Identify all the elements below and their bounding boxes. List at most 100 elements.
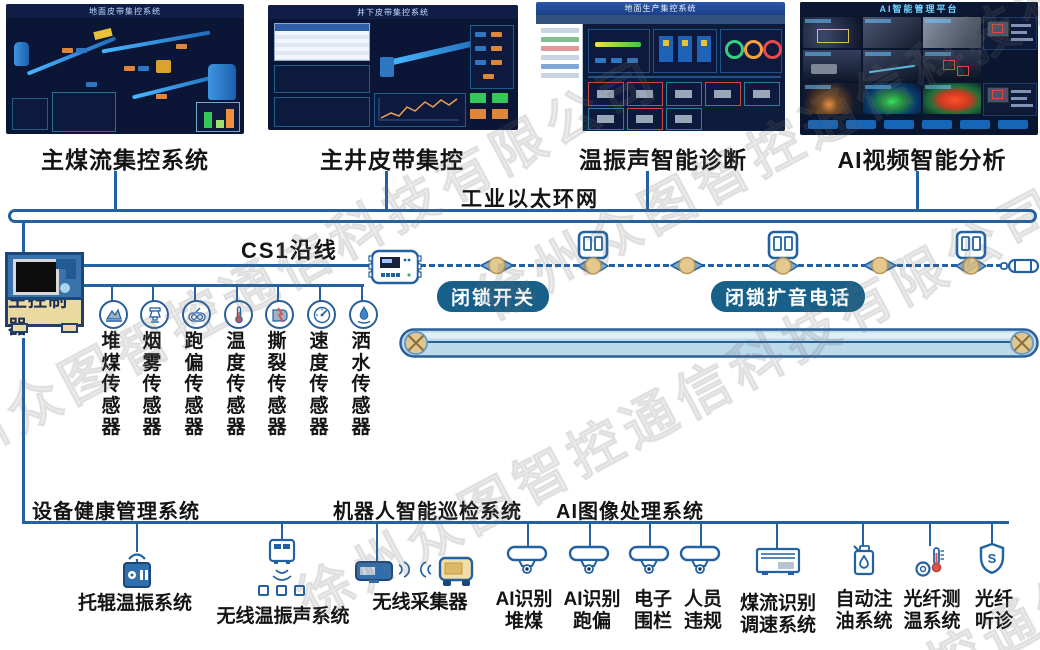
device-card xyxy=(666,108,702,130)
connector-line xyxy=(385,171,388,211)
ethernet-ring-label: 工业以太环网 xyxy=(461,188,599,211)
connector-line xyxy=(700,524,702,547)
chip xyxy=(138,66,149,71)
chip xyxy=(470,93,486,103)
device-label: 无线采集器 xyxy=(372,592,468,613)
connector-line xyxy=(649,524,651,547)
dashboard-title: AI智能管理平台 xyxy=(879,4,959,14)
screenshot-diagnosis: 地面生产集控系统 xyxy=(536,2,785,131)
sensor-label: 速度传感器 xyxy=(309,331,329,438)
sensor-label: 洒水传感器 xyxy=(351,331,371,438)
event-text xyxy=(1011,90,1031,93)
cs1-bus xyxy=(84,264,370,267)
detect-box xyxy=(957,66,969,76)
cs1-label: CS1沿线 xyxy=(241,238,338,263)
panel-graphic xyxy=(274,65,370,93)
bar xyxy=(226,109,234,128)
connector-line xyxy=(527,524,529,547)
toolbar-button xyxy=(922,120,952,129)
thermometer-icon xyxy=(234,305,243,323)
tile xyxy=(697,36,711,62)
machine-thumb xyxy=(753,90,770,98)
device-label-line: 跑偏 xyxy=(572,611,611,632)
chip xyxy=(492,109,508,119)
tree-item xyxy=(541,46,579,51)
connector-line xyxy=(929,524,931,546)
toolbar-button xyxy=(884,120,914,129)
ai-camera-icon xyxy=(568,545,610,574)
ai-camera-icon xyxy=(679,545,721,574)
alert-box xyxy=(992,90,1003,99)
chip xyxy=(491,46,502,51)
level-bar xyxy=(595,42,641,47)
panel-graphic xyxy=(470,25,514,89)
camera-tile xyxy=(923,17,981,48)
chip xyxy=(491,60,502,65)
tile xyxy=(659,36,673,62)
device-label-line: 调速系统 xyxy=(739,615,816,636)
machine-thumb xyxy=(675,90,692,98)
tile-caption xyxy=(865,85,891,89)
device-card xyxy=(588,82,624,106)
wireless-temp-vib-sound-device-icon xyxy=(268,538,296,581)
main-controller: 主控制器 xyxy=(5,252,84,338)
connector-line xyxy=(319,286,321,302)
camera-tile xyxy=(863,50,921,81)
data-table xyxy=(274,23,370,61)
camera-tile xyxy=(803,83,861,114)
chip xyxy=(156,94,167,99)
connector-line xyxy=(194,286,196,302)
conveyor-graphic xyxy=(26,36,117,76)
machine-thumb xyxy=(597,115,614,123)
speed-sensor-node xyxy=(307,300,336,329)
subsystem-bus xyxy=(22,521,1009,524)
cs1-controller-icon xyxy=(368,249,422,285)
controller-foot xyxy=(61,323,78,333)
tile-icon xyxy=(682,40,688,46)
connector-line xyxy=(152,286,154,302)
controller-notch xyxy=(66,269,76,279)
device-label: 无线温振声系统 xyxy=(216,606,350,627)
device-label-line: 堆煤 xyxy=(504,611,543,632)
device-label: 光纤测 温系统 xyxy=(902,589,962,633)
wireless-collector-robot-icon xyxy=(438,556,474,586)
gauge-icon xyxy=(313,306,330,323)
device-label: AI识别 堆煤 xyxy=(494,589,554,633)
tree-item xyxy=(541,64,579,69)
divider xyxy=(588,76,781,78)
roller-temp-vib-device-icon xyxy=(123,553,151,588)
pulley-icon xyxy=(404,331,428,355)
tile xyxy=(678,36,692,62)
chip xyxy=(62,48,73,53)
chip xyxy=(627,58,638,63)
tree-item xyxy=(541,73,579,78)
event-card xyxy=(983,83,1037,116)
loudspeaker-phone-icon xyxy=(766,230,800,275)
fiber-listening-icon: S xyxy=(979,542,1005,575)
spray-sensor-node xyxy=(349,300,378,329)
device-label: 电子 围栏 xyxy=(623,589,683,633)
device-label-line: 光纤测 xyxy=(903,589,961,610)
belt-tear-icon xyxy=(271,307,288,322)
event-text xyxy=(1011,24,1031,27)
tile-icon xyxy=(663,40,669,46)
dashboard-header: AI智能管理平台 xyxy=(800,2,1038,15)
camera-tile xyxy=(803,50,861,81)
signal-waves-icon xyxy=(398,561,410,578)
connector-line xyxy=(236,286,238,302)
chip xyxy=(611,58,622,63)
connector-line xyxy=(916,171,919,211)
lockout-switch-icon xyxy=(670,256,704,275)
ethernet-ring-bus xyxy=(8,209,1037,223)
device-label: AI识别 跑偏 xyxy=(562,589,622,633)
device-label-line: 温系统 xyxy=(903,611,961,632)
machine-thumb xyxy=(714,90,731,98)
silo-graphic xyxy=(208,64,236,100)
chip xyxy=(124,66,135,71)
sensor-label: 撕裂传感器 xyxy=(267,331,287,438)
status-card xyxy=(653,29,717,73)
device-label-line: 电子 xyxy=(633,589,672,610)
connector-line xyxy=(281,524,283,539)
connector-line xyxy=(991,524,993,544)
dashboard-title: 井下皮带集控系统 xyxy=(357,7,429,17)
